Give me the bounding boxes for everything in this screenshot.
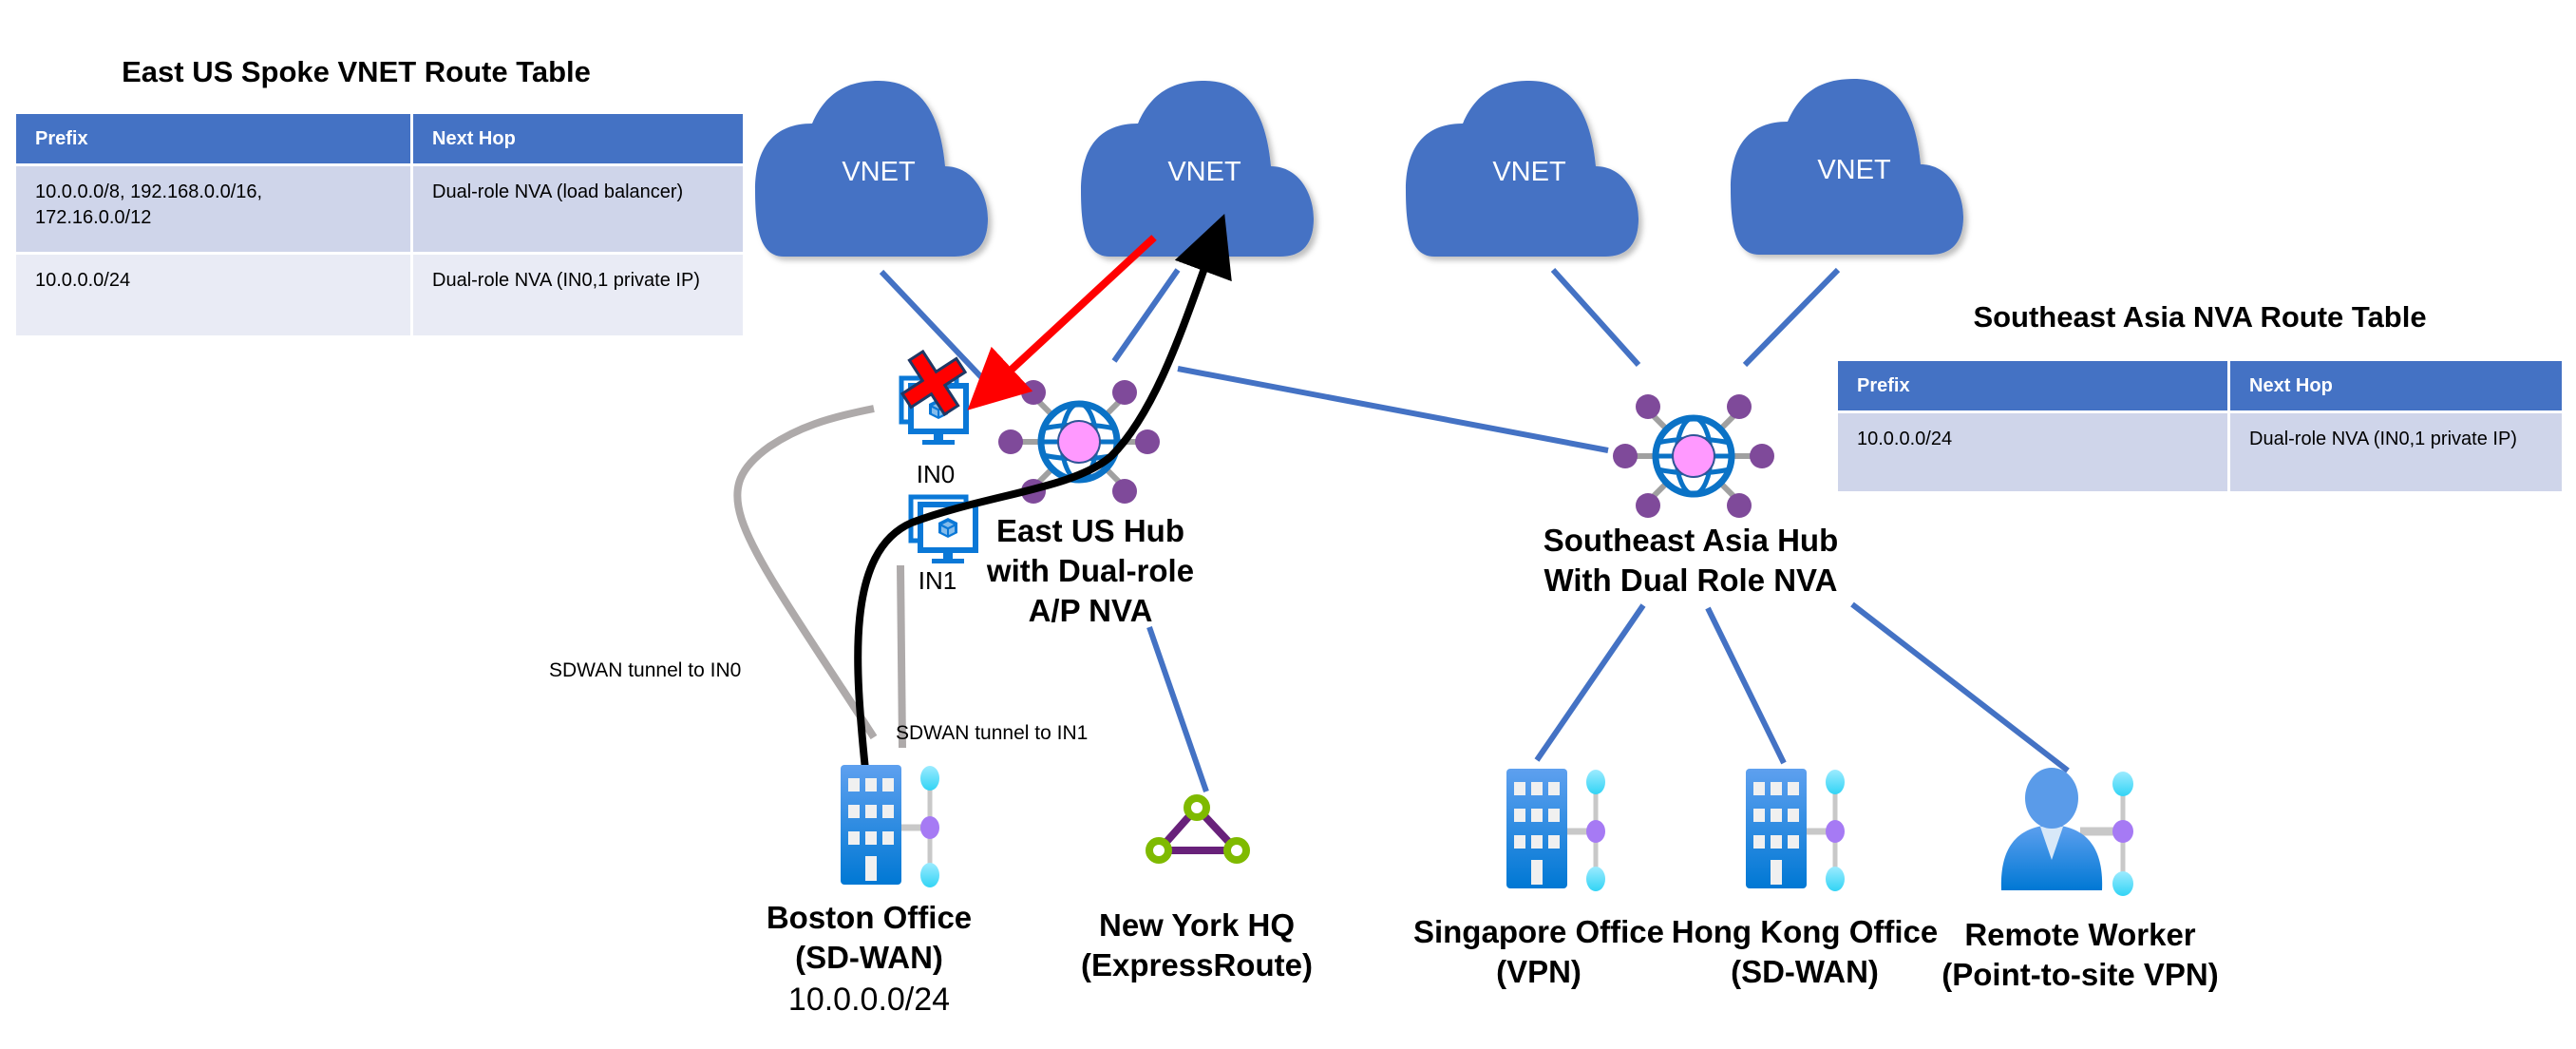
vnet-label: VNET <box>1492 157 1566 187</box>
in0-label: IN0 <box>916 460 956 488</box>
site-label-line: (VPN) <box>1496 954 1582 989</box>
sdwan-tunnel-in0[interactable] <box>733 405 878 740</box>
east-us-hub-icon <box>998 380 1160 504</box>
sea-hub-label: Southeast Asia Hub With Dual Role NVA <box>1501 521 1881 601</box>
site-label-line: Singapore Office <box>1412 914 1665 949</box>
link-hub-newyork <box>1146 626 1209 792</box>
site-label-line: (SD-WAN) <box>1731 954 1879 989</box>
site-label-line: Remote Worker <box>1964 917 2196 952</box>
next-hop-cell: Dual-role NVA (load balancer) <box>413 166 743 252</box>
site-label-line: (Point-to-site VPN) <box>1941 957 2219 992</box>
failed-path-arrow <box>967 235 1157 410</box>
in1-label: IN1 <box>918 566 957 595</box>
hongkong-office-label: Hong Kong Office (SD-WAN) <box>1667 912 1942 992</box>
link-vnet3-seahub <box>1550 267 1641 368</box>
hub-label-line: East US Hub <box>995 513 1185 548</box>
active-path-arrow <box>854 214 1232 771</box>
vnet-label: VNET <box>1167 157 1241 187</box>
tunnel-in0-label: SDWAN tunnel to IN0 <box>549 659 742 681</box>
sdwan-tunnel-in1[interactable] <box>897 564 906 749</box>
hongkong-office-icon <box>1746 769 1845 891</box>
singapore-office-icon <box>1506 769 1605 891</box>
site-label-line: Boston Office <box>766 900 973 935</box>
link-seahub-singapore <box>1534 603 1646 762</box>
table-header-row: Prefix Next Hop <box>16 114 743 163</box>
prefix-cell: 10.0.0.0/24 <box>1838 413 2227 491</box>
table-row: 10.0.0.0/8, 192.168.0.0/16, 172.16.0.0/1… <box>16 166 743 252</box>
expressroute-icon <box>1146 794 1250 864</box>
vnet-label: VNET <box>1817 155 1891 185</box>
tunnel-in1-label: SDWAN tunnel to IN1 <box>896 722 1089 744</box>
link-vnet1-hub <box>879 269 987 383</box>
singapore-office-label: Singapore Office (VPN) <box>1401 912 1676 992</box>
site-label-line: (SD-WAN) <box>795 940 943 975</box>
new-york-label: New York HQ (ExpressRoute) <box>1054 906 1339 985</box>
boston-office-label: Boston Office (SD-WAN) 10.0.0.0/24 <box>727 898 1012 1021</box>
hub-label-line: with Dual-role <box>986 553 1195 588</box>
column-header-prefix: Prefix <box>1838 361 2227 410</box>
link-seahub-remote <box>1850 601 2070 773</box>
next-hop-cell: Dual-role NVA (IN0,1 private IP) <box>2230 413 2562 491</box>
column-header-next-hop: Next Hop <box>2230 361 2562 410</box>
remote-worker-icon <box>2000 768 2133 896</box>
boston-office-icon <box>841 765 939 887</box>
blue-links <box>879 267 2070 792</box>
table-header-row: Prefix Next Hop <box>1838 361 2562 410</box>
column-header-next-hop: Next Hop <box>413 114 743 163</box>
link-seahub-hongkong <box>1705 606 1787 765</box>
boston-prefix: 10.0.0.0/24 <box>787 982 951 1018</box>
east-us-hub-label: East US Hub with Dual-role A/P NVA <box>957 511 1223 631</box>
link-hub-hub <box>1177 366 1609 453</box>
next-hop-cell: Dual-role NVA (IN0,1 private IP) <box>413 255 743 335</box>
column-header-prefix: Prefix <box>16 114 410 163</box>
sea-hub-icon <box>1613 394 1774 518</box>
site-label-line: New York HQ <box>1098 907 1295 943</box>
table-row: 10.0.0.0/24 Dual-role NVA (IN0,1 private… <box>16 255 743 335</box>
link-vnet2-hub <box>1111 268 1181 363</box>
sea-route-table: Prefix Next Hop 10.0.0.0/24 Dual-role NV… <box>1835 358 2565 494</box>
hub-label-line: Southeast Asia Hub <box>1543 523 1839 558</box>
prefix-cell: 10.0.0.0/8, 192.168.0.0/16, 172.16.0.0/1… <box>16 166 410 252</box>
prefix-cell: 10.0.0.0/24 <box>16 255 410 335</box>
hub-label-line: A/P NVA <box>1028 593 1153 628</box>
vnet-label: VNET <box>842 157 916 187</box>
table-row: 10.0.0.0/24 Dual-role NVA (IN0,1 private… <box>1838 413 2562 491</box>
site-label-line: (ExpressRoute) <box>1081 947 1313 982</box>
failure-x-icon <box>900 349 968 417</box>
east-us-route-table: Prefix Next Hop 10.0.0.0/8, 192.168.0.0/… <box>13 111 746 338</box>
link-vnet4-seahub <box>1742 267 1841 368</box>
remote-worker-label: Remote Worker (Point-to-site VPN) <box>1928 915 2232 995</box>
east-us-route-table-title: East US Spoke VNET Route Table <box>122 55 591 88</box>
site-label-line: Hong Kong Office <box>1671 914 1939 949</box>
hub-label-line: With Dual Role NVA <box>1544 563 1838 598</box>
sea-route-table-title: Southeast Asia NVA Route Table <box>1973 300 2427 334</box>
